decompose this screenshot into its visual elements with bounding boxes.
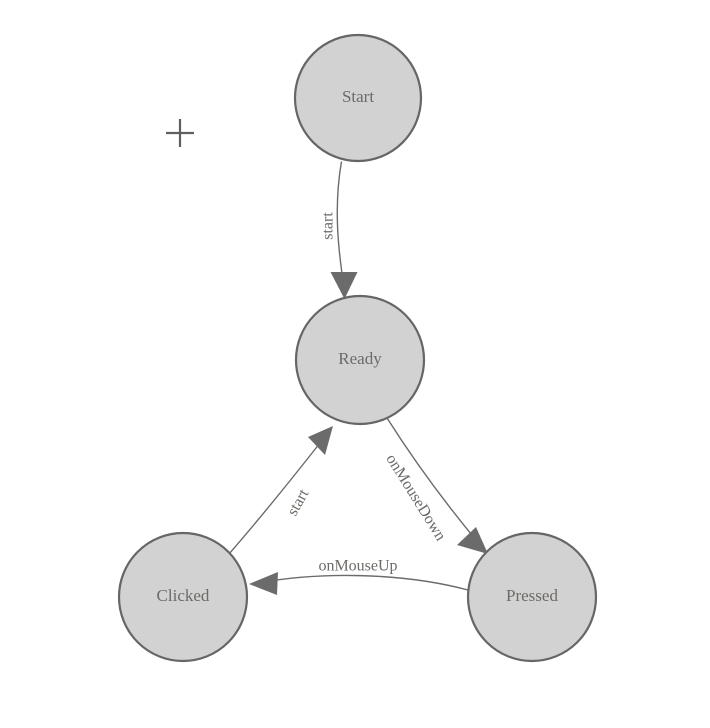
edge-start-to-ready[interactable]: start	[320, 161, 358, 300]
node-shape[interactable]	[117, 531, 249, 663]
plus-marker-icon[interactable]	[166, 119, 194, 147]
edge-line	[336, 161, 346, 292]
edge-label-group: start	[320, 212, 337, 240]
edge-label-group: start	[284, 486, 312, 519]
node-shape[interactable]	[294, 294, 426, 426]
edge-label-group: onMouseUp	[318, 558, 397, 575]
edge-label: start	[320, 212, 337, 240]
node-start[interactable]: Start	[293, 33, 423, 163]
edge-label: onMouseUp	[318, 558, 397, 575]
edge-label: onMouseDown	[382, 451, 449, 544]
node-label: Start	[342, 87, 374, 106]
edge-ready-to-pressed[interactable]: onMouseDown	[382, 417, 488, 554]
arrowhead-icon	[330, 272, 358, 299]
arrowhead-icon	[457, 527, 488, 554]
arrowhead-icon	[249, 572, 278, 595]
node-clicked[interactable]: Clicked	[117, 531, 249, 663]
node-label: Pressed	[506, 586, 558, 605]
node-label: Clicked	[157, 586, 210, 605]
edge-label: start	[284, 486, 312, 519]
node-label: Ready	[338, 349, 382, 368]
edge-line	[228, 433, 328, 555]
edge-pressed-to-clicked[interactable]: onMouseUp	[249, 558, 469, 595]
edge-line	[257, 574, 469, 591]
node-pressed[interactable]: Pressed	[466, 531, 598, 663]
edge-label-group: onMouseDown	[382, 451, 449, 544]
arrowhead-icon	[308, 426, 333, 455]
node-shape[interactable]	[293, 33, 423, 163]
node-shape[interactable]	[466, 531, 598, 663]
edge-clicked-to-ready[interactable]: start	[228, 426, 333, 555]
node-ready[interactable]: Ready	[294, 294, 426, 426]
